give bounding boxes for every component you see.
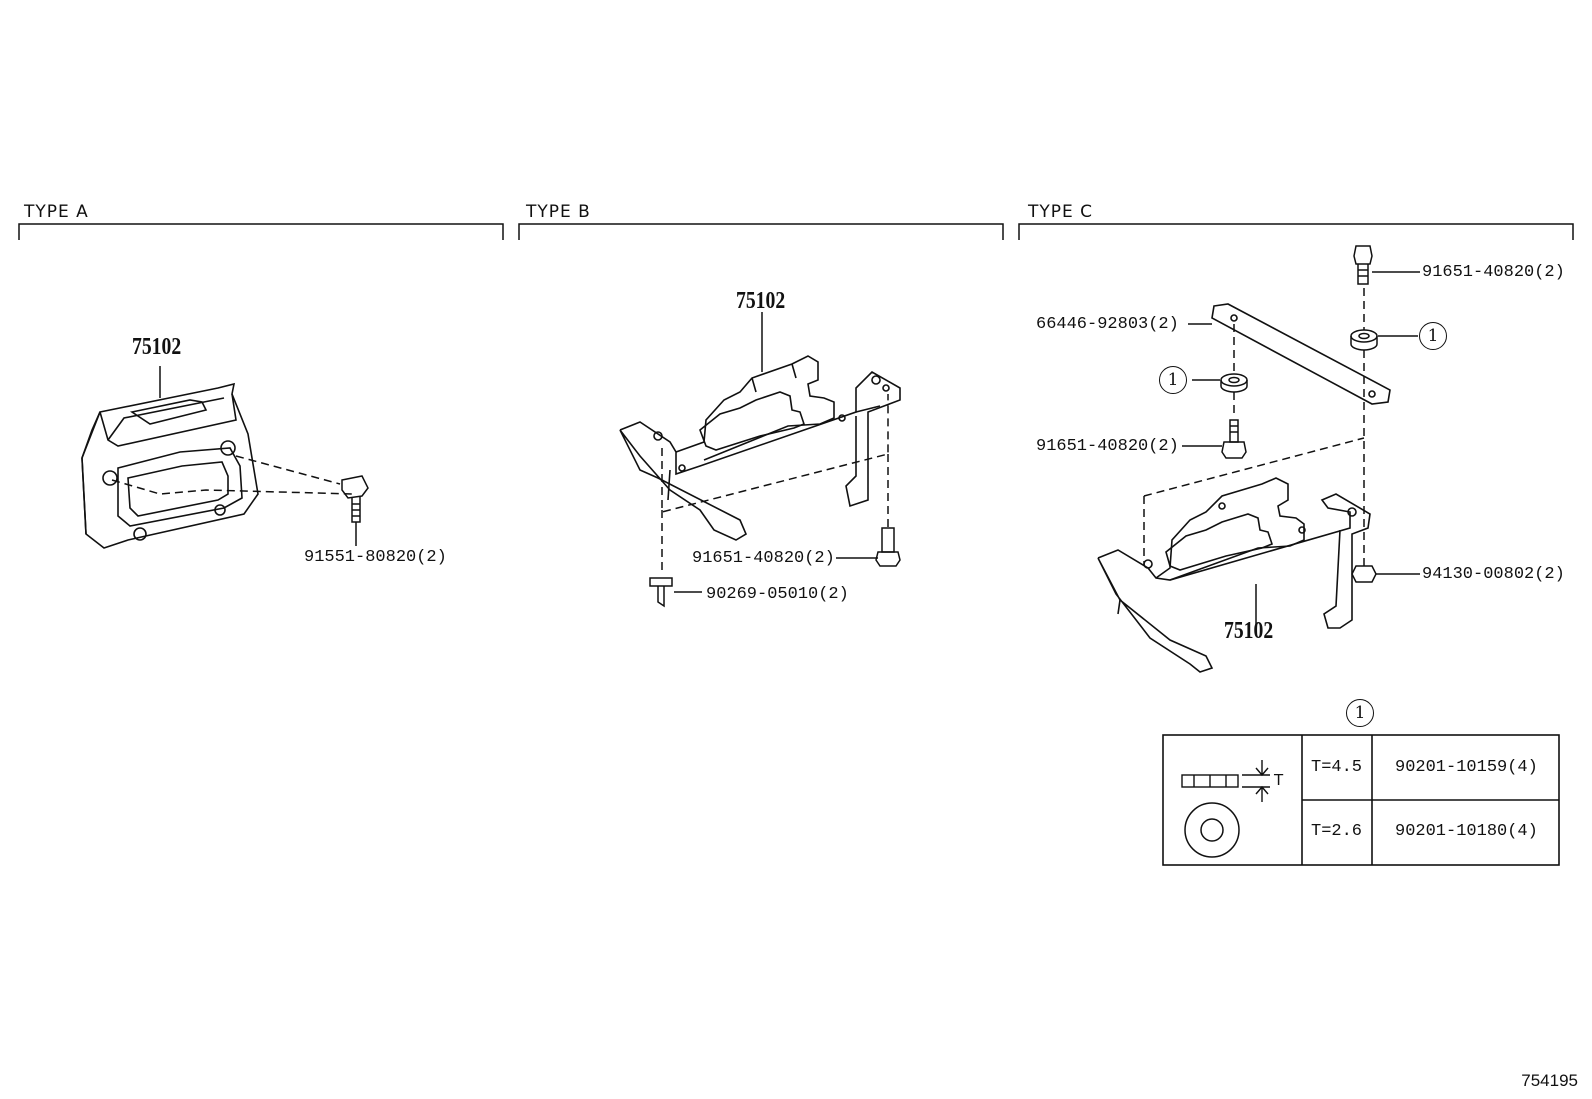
- type-b-main-part-number[interactable]: 75102: [736, 288, 786, 314]
- type-a-dash-2: [235, 455, 341, 485]
- type-a-bolt: [341, 475, 369, 523]
- type-b-title: TYPE B: [526, 202, 591, 222]
- type-b-bracket-part: [619, 355, 901, 541]
- type-a-main-part-number[interactable]: 75102: [132, 334, 182, 360]
- washer-top-view: [1184, 802, 1240, 858]
- type-c-washer-left: [1220, 373, 1248, 393]
- type-b-bolt: [875, 527, 901, 567]
- type-c-bolt-top-part-number[interactable]: 91651-40820(2): [1422, 263, 1565, 282]
- type-c-strap-part-number[interactable]: 66446-92803(2): [1036, 315, 1179, 334]
- washer-table-grid: [1162, 734, 1560, 866]
- washer-row-1-part-number[interactable]: 90201-10159(4): [1395, 758, 1538, 777]
- type-a-dash-1: [111, 479, 355, 495]
- type-b-clip: [649, 577, 673, 608]
- type-b-bolt-part-number[interactable]: 91651-40820(2): [692, 549, 835, 568]
- type-a-bracket: [18, 223, 504, 240]
- type-c-washer-ref-right: 1: [1419, 322, 1447, 350]
- type-c-title: TYPE C: [1028, 202, 1094, 222]
- type-c-bracket-part: [1097, 477, 1371, 673]
- type-c-washer-ref-left: 1: [1159, 366, 1187, 394]
- washer-row-2-part-number[interactable]: 90201-10180(4): [1395, 822, 1538, 841]
- type-c-bolt-top: [1353, 245, 1373, 285]
- type-c-dash-long: [1143, 437, 1365, 497]
- type-a-plate: [81, 382, 259, 549]
- type-a-title: TYPE A: [24, 202, 89, 222]
- washer-thickness-dim-label: T: [1274, 771, 1284, 789]
- type-a-bolt-part-number[interactable]: 91551-80820(2): [304, 548, 447, 567]
- illustration-number: 754195: [1521, 1071, 1578, 1090]
- washer-table-ref: 1: [1346, 699, 1374, 727]
- washer-row-1-thickness: T=4.5: [1311, 758, 1363, 777]
- type-c-nut: [1351, 565, 1377, 583]
- type-b-dash-box: [661, 394, 889, 513]
- type-c-main-part-number[interactable]: 75102: [1224, 618, 1274, 644]
- type-c-strap: [1211, 303, 1391, 405]
- type-b-bracket: [518, 223, 1004, 240]
- type-c-bracket: [1018, 223, 1574, 240]
- type-c-bolt-left-part-number[interactable]: 91651-40820(2): [1036, 437, 1179, 456]
- type-c-bolt-left: [1221, 419, 1247, 459]
- type-c-washer-right: [1350, 329, 1378, 351]
- type-b-clip-part-number[interactable]: 90269-05010(2): [706, 585, 849, 604]
- type-c-nut-part-number[interactable]: 94130-00802(2): [1422, 565, 1565, 584]
- washer-side-view: [1181, 760, 1270, 802]
- washer-row-2-thickness: T=2.6: [1311, 822, 1363, 841]
